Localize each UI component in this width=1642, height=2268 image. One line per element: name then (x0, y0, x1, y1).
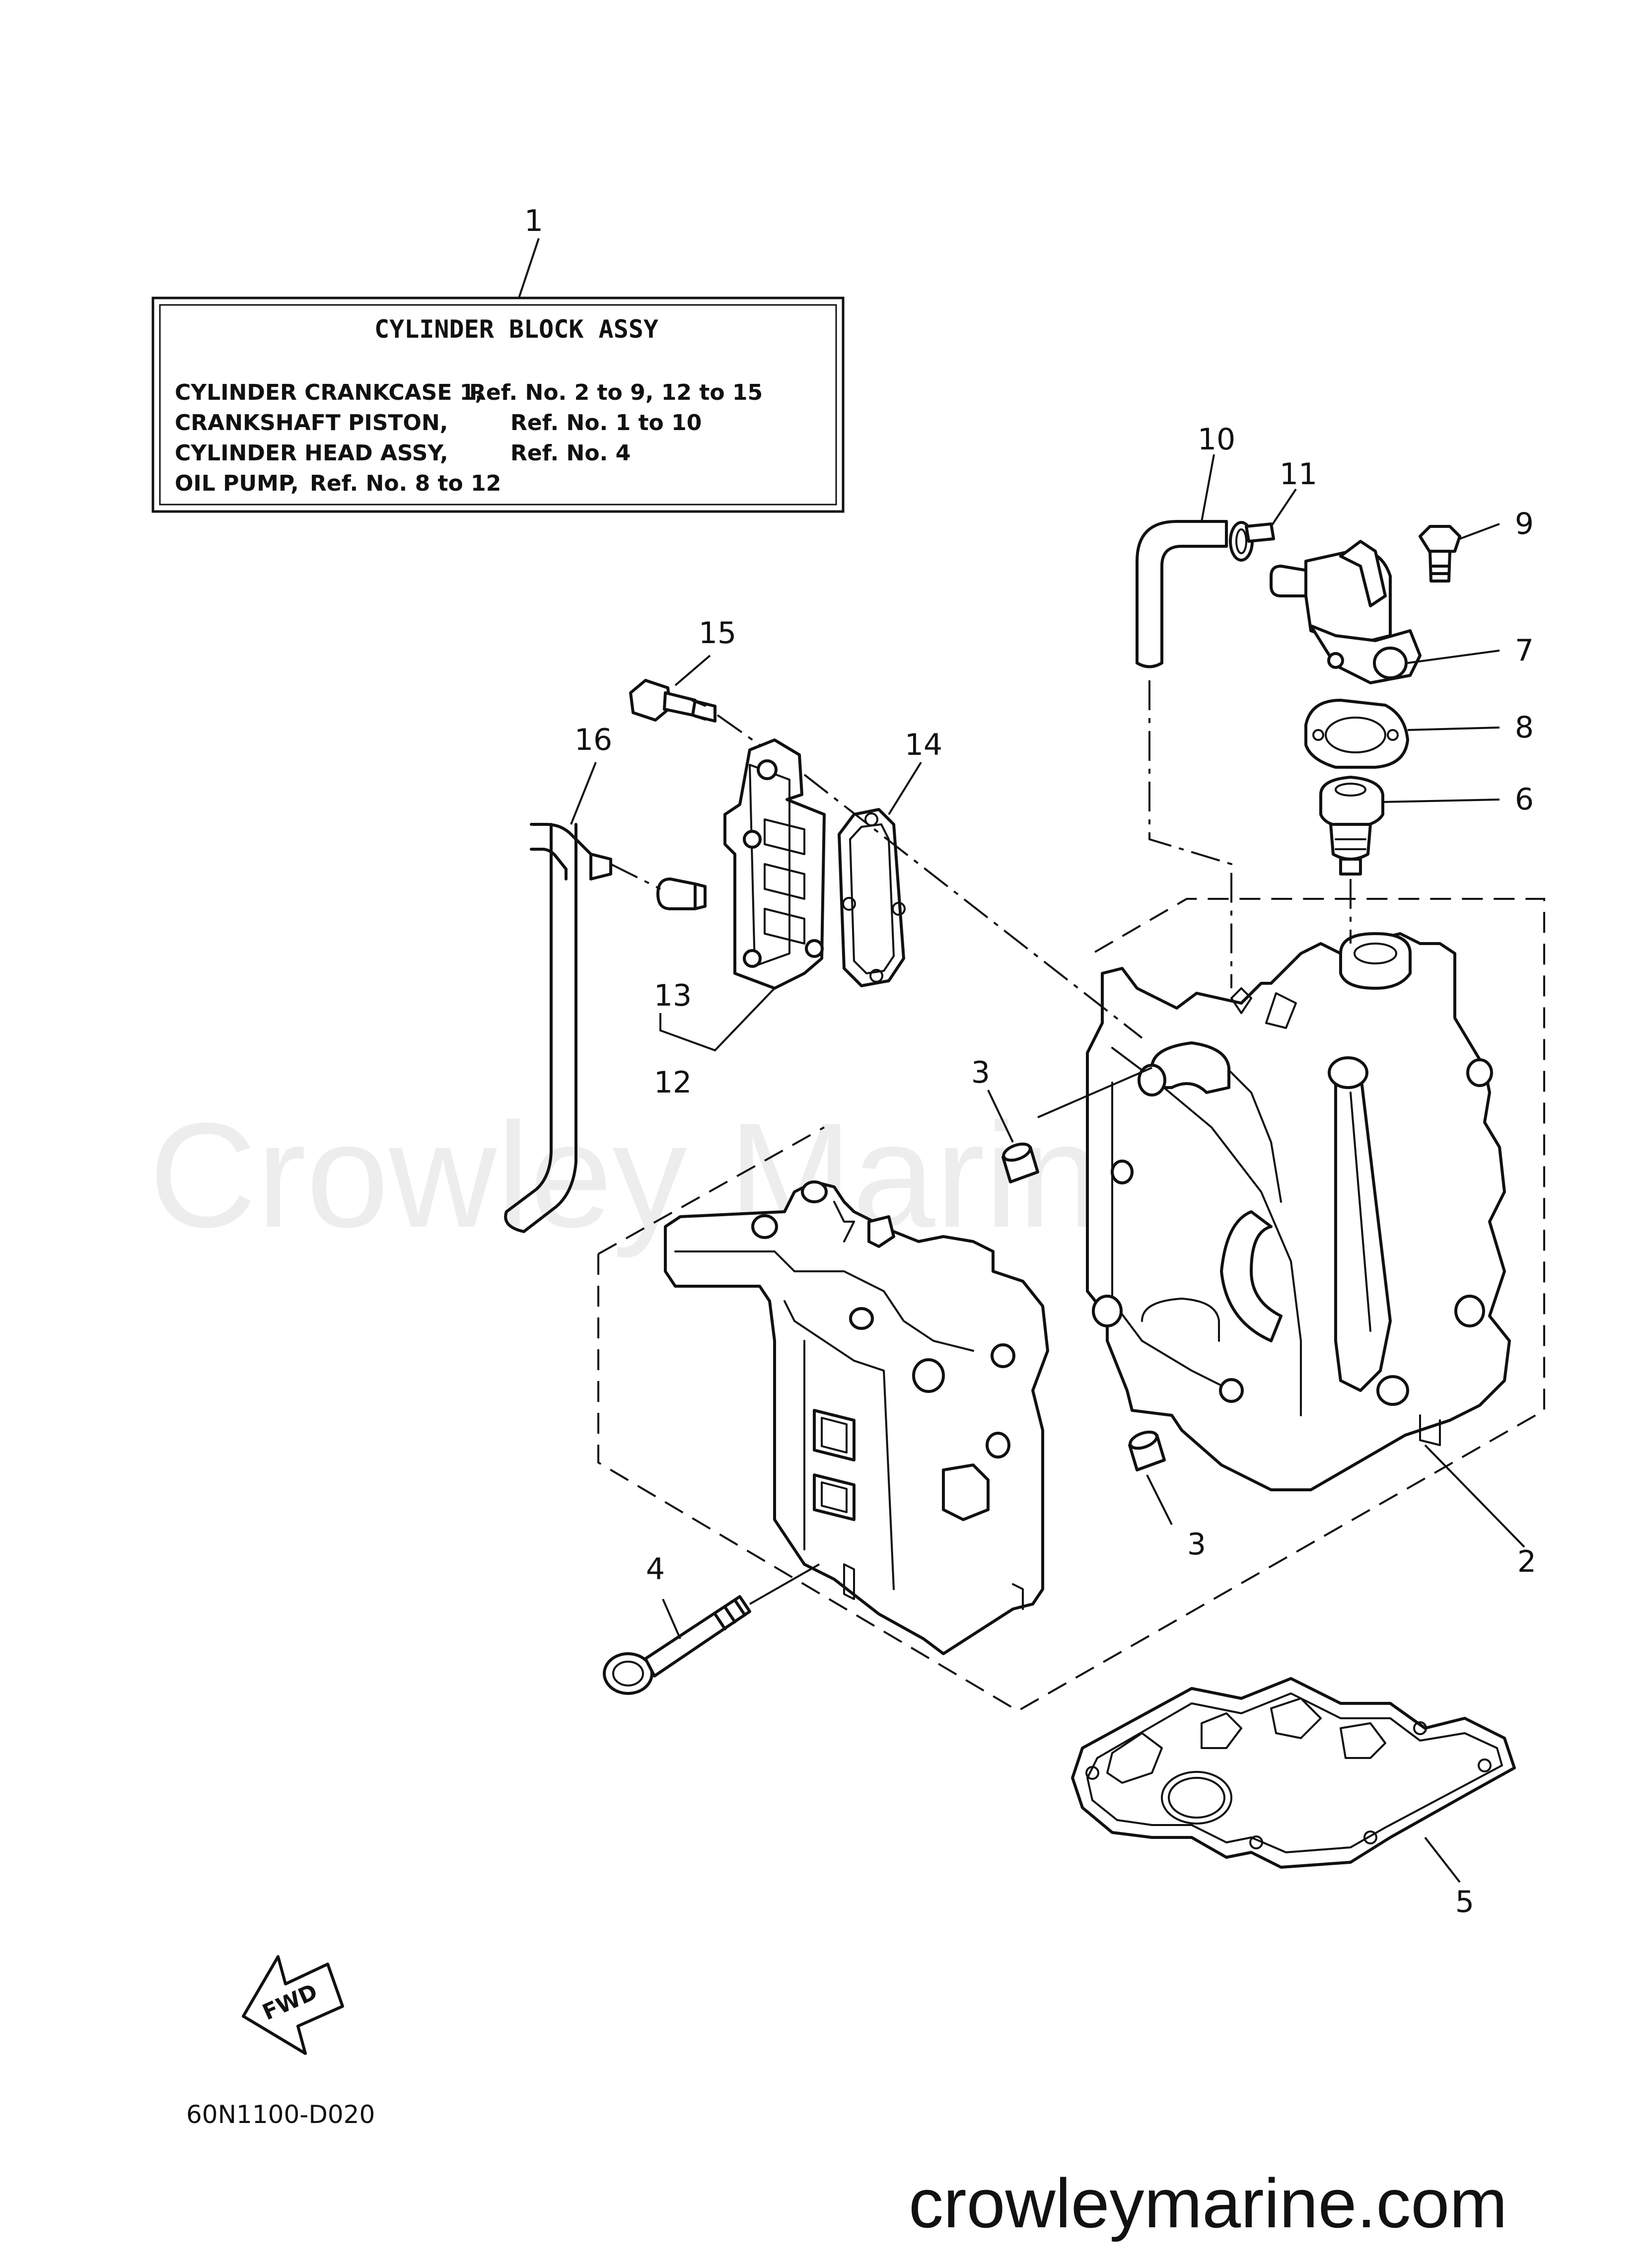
cylinder-block-2 (1086, 932, 1511, 1491)
alignment-line-bolt4 (749, 1563, 820, 1605)
hose-clamp-11 (1229, 521, 1275, 562)
callout-13: 13 (654, 978, 692, 1013)
assembly-line-3-ref: Ref. No. 4 (510, 440, 631, 466)
leader-7 (1407, 650, 1500, 664)
bolt-9 (1419, 525, 1461, 583)
leader-4 (662, 1599, 681, 1639)
leader-2 (1424, 1444, 1525, 1548)
leader-16 (570, 762, 597, 825)
assembly-line-3-label: CYLINDER HEAD ASSY, (175, 440, 448, 466)
callout-5: 5 (1455, 1885, 1474, 1919)
alignment-line-pin (610, 863, 661, 890)
callout-11: 11 (1280, 457, 1317, 492)
assembly-line-2-ref: Ref. No. 1 to 10 (510, 410, 702, 436)
leader-14 (888, 761, 922, 815)
callout-2: 2 (1517, 1544, 1536, 1579)
assembly-info-box: CYLINDER BLOCK ASSY CYLINDER CRANKCASE 1… (151, 296, 845, 513)
callout-10: 10 (1198, 422, 1235, 457)
fwd-arrow-icon: FWD (242, 1955, 344, 2055)
callout-14: 14 (905, 728, 942, 762)
leader-10 (1201, 454, 1215, 522)
block-gasket-5 (1071, 1677, 1516, 1869)
site-url: crowleymarine.com (909, 2164, 1507, 2242)
callout-1: 1 (524, 204, 543, 238)
assembly-line-1-label: CYLINDER CRANKCASE 1, (175, 380, 483, 405)
leader-9 (1459, 523, 1500, 540)
callout-8: 8 (1515, 710, 1534, 745)
alignment-line-hose (1148, 680, 1232, 988)
diagram-code: 60N1100-D020 (186, 2100, 375, 2129)
thermostat-6 (1319, 776, 1384, 876)
exhaust-cover-12 (723, 738, 826, 990)
dowel-3-upper (1001, 1142, 1039, 1183)
assembly-line-1-ref: Ref. No. 2 to 9, 12 to 15 (469, 380, 763, 405)
dowel-pin-13 (656, 878, 707, 910)
leader-15 (674, 655, 711, 686)
block-assembly-outline-left (598, 1126, 825, 1255)
leader-12 (659, 987, 776, 1052)
assembly-line-2-label: CRANKSHAFT PISTON, (175, 410, 448, 436)
callout-4: 4 (646, 1552, 665, 1587)
alignment-line-cover (716, 714, 1143, 1039)
crankcase (664, 1180, 1049, 1655)
callout-16: 16 (574, 723, 612, 757)
block-assembly-outline (597, 898, 1545, 1712)
oil-pump-7 (1270, 540, 1422, 684)
bolt-15 (629, 679, 716, 723)
assembly-line-4-label: OIL PUMP, (175, 471, 299, 496)
callout-12: 12 (654, 1065, 692, 1100)
callout-3-lower: 3 (1187, 1527, 1206, 1562)
leader-3-lower (1146, 1474, 1173, 1525)
alignment-line-dowel-upper (1037, 1067, 1152, 1118)
callout-9: 9 (1515, 507, 1534, 541)
gasket-14 (838, 808, 906, 987)
hose-10 (1136, 520, 1228, 668)
pump-gasket-8 (1304, 699, 1409, 769)
assembly-line-4-ref: Ref. No. 8 to 12 (310, 471, 501, 496)
hose-16 (504, 823, 612, 1233)
callout-6: 6 (1515, 782, 1534, 817)
callout-3-upper: 3 (971, 1055, 990, 1090)
dowel-3-lower (1128, 1430, 1166, 1471)
leader-8 (1407, 727, 1500, 731)
leader-11 (1270, 488, 1297, 527)
callout-15: 15 (699, 616, 736, 651)
callout-7: 7 (1515, 633, 1534, 668)
leader-1 (518, 238, 540, 298)
leader-3-upper (987, 1090, 1014, 1143)
bolt-4 (603, 1595, 751, 1695)
leader-5 (1424, 1836, 1461, 1883)
assembly-box-title: CYLINDER BLOCK ASSY (374, 315, 658, 344)
leader-6 (1382, 799, 1500, 803)
